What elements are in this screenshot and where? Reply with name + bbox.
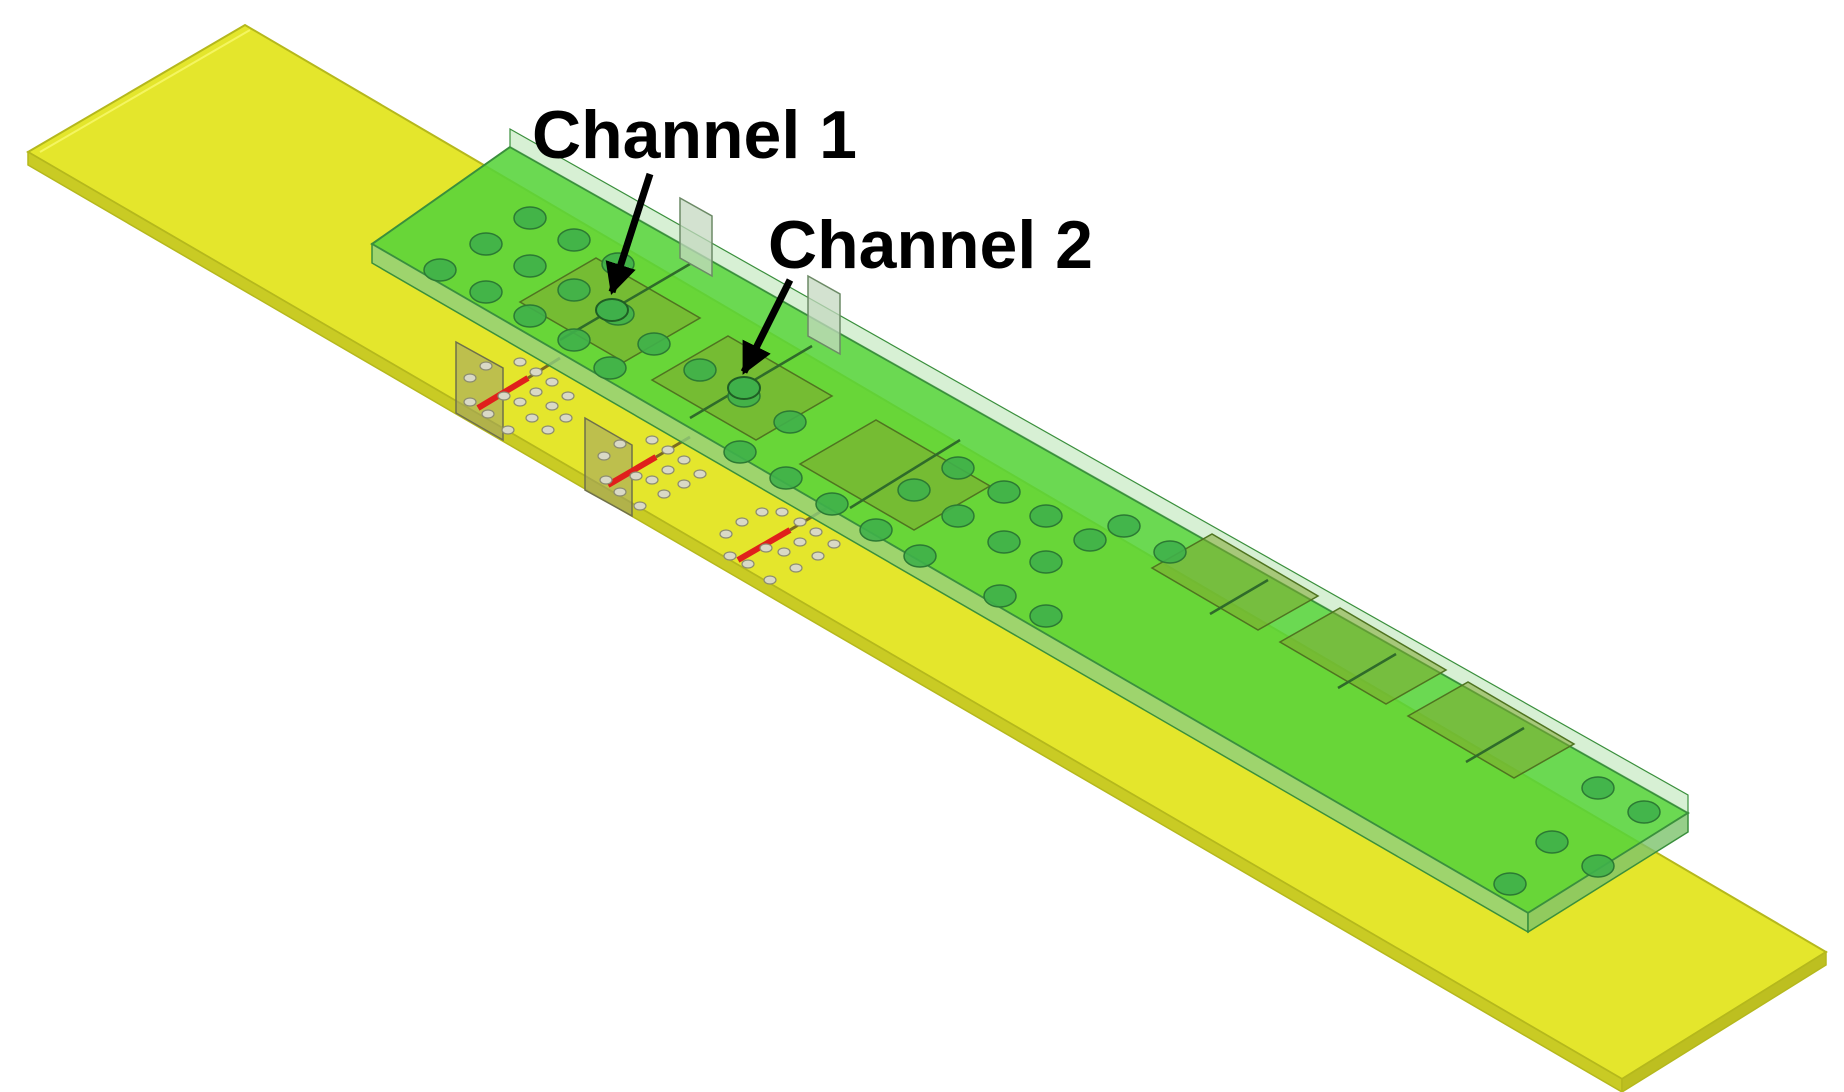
- substrate-right-edge: [1621, 950, 1827, 1092]
- feed-trace-2: [606, 454, 658, 488]
- callout-channel-2: Channel 2: [740, 207, 1093, 375]
- cover-traces: [559, 262, 1525, 764]
- channel-taps: [595, 298, 761, 400]
- connector-tabs: [679, 196, 841, 356]
- arrow-channel-2: [740, 278, 794, 375]
- cover-front-edge: [371, 242, 1529, 934]
- substrate-front-edge: [27, 150, 1623, 1092]
- label-channel-1: Channel 1: [532, 97, 857, 173]
- cover-vias: [423, 206, 1661, 896]
- arrow-channel-1: [605, 172, 654, 295]
- connector-tab-1: [679, 196, 713, 278]
- label-channel-2: Channel 2: [768, 207, 1093, 283]
- connector-tab-2: [807, 274, 841, 356]
- channel-1-tap: [595, 298, 629, 322]
- channel-2-tap: [727, 376, 761, 400]
- callout-channel-1: Channel 1: [532, 97, 857, 295]
